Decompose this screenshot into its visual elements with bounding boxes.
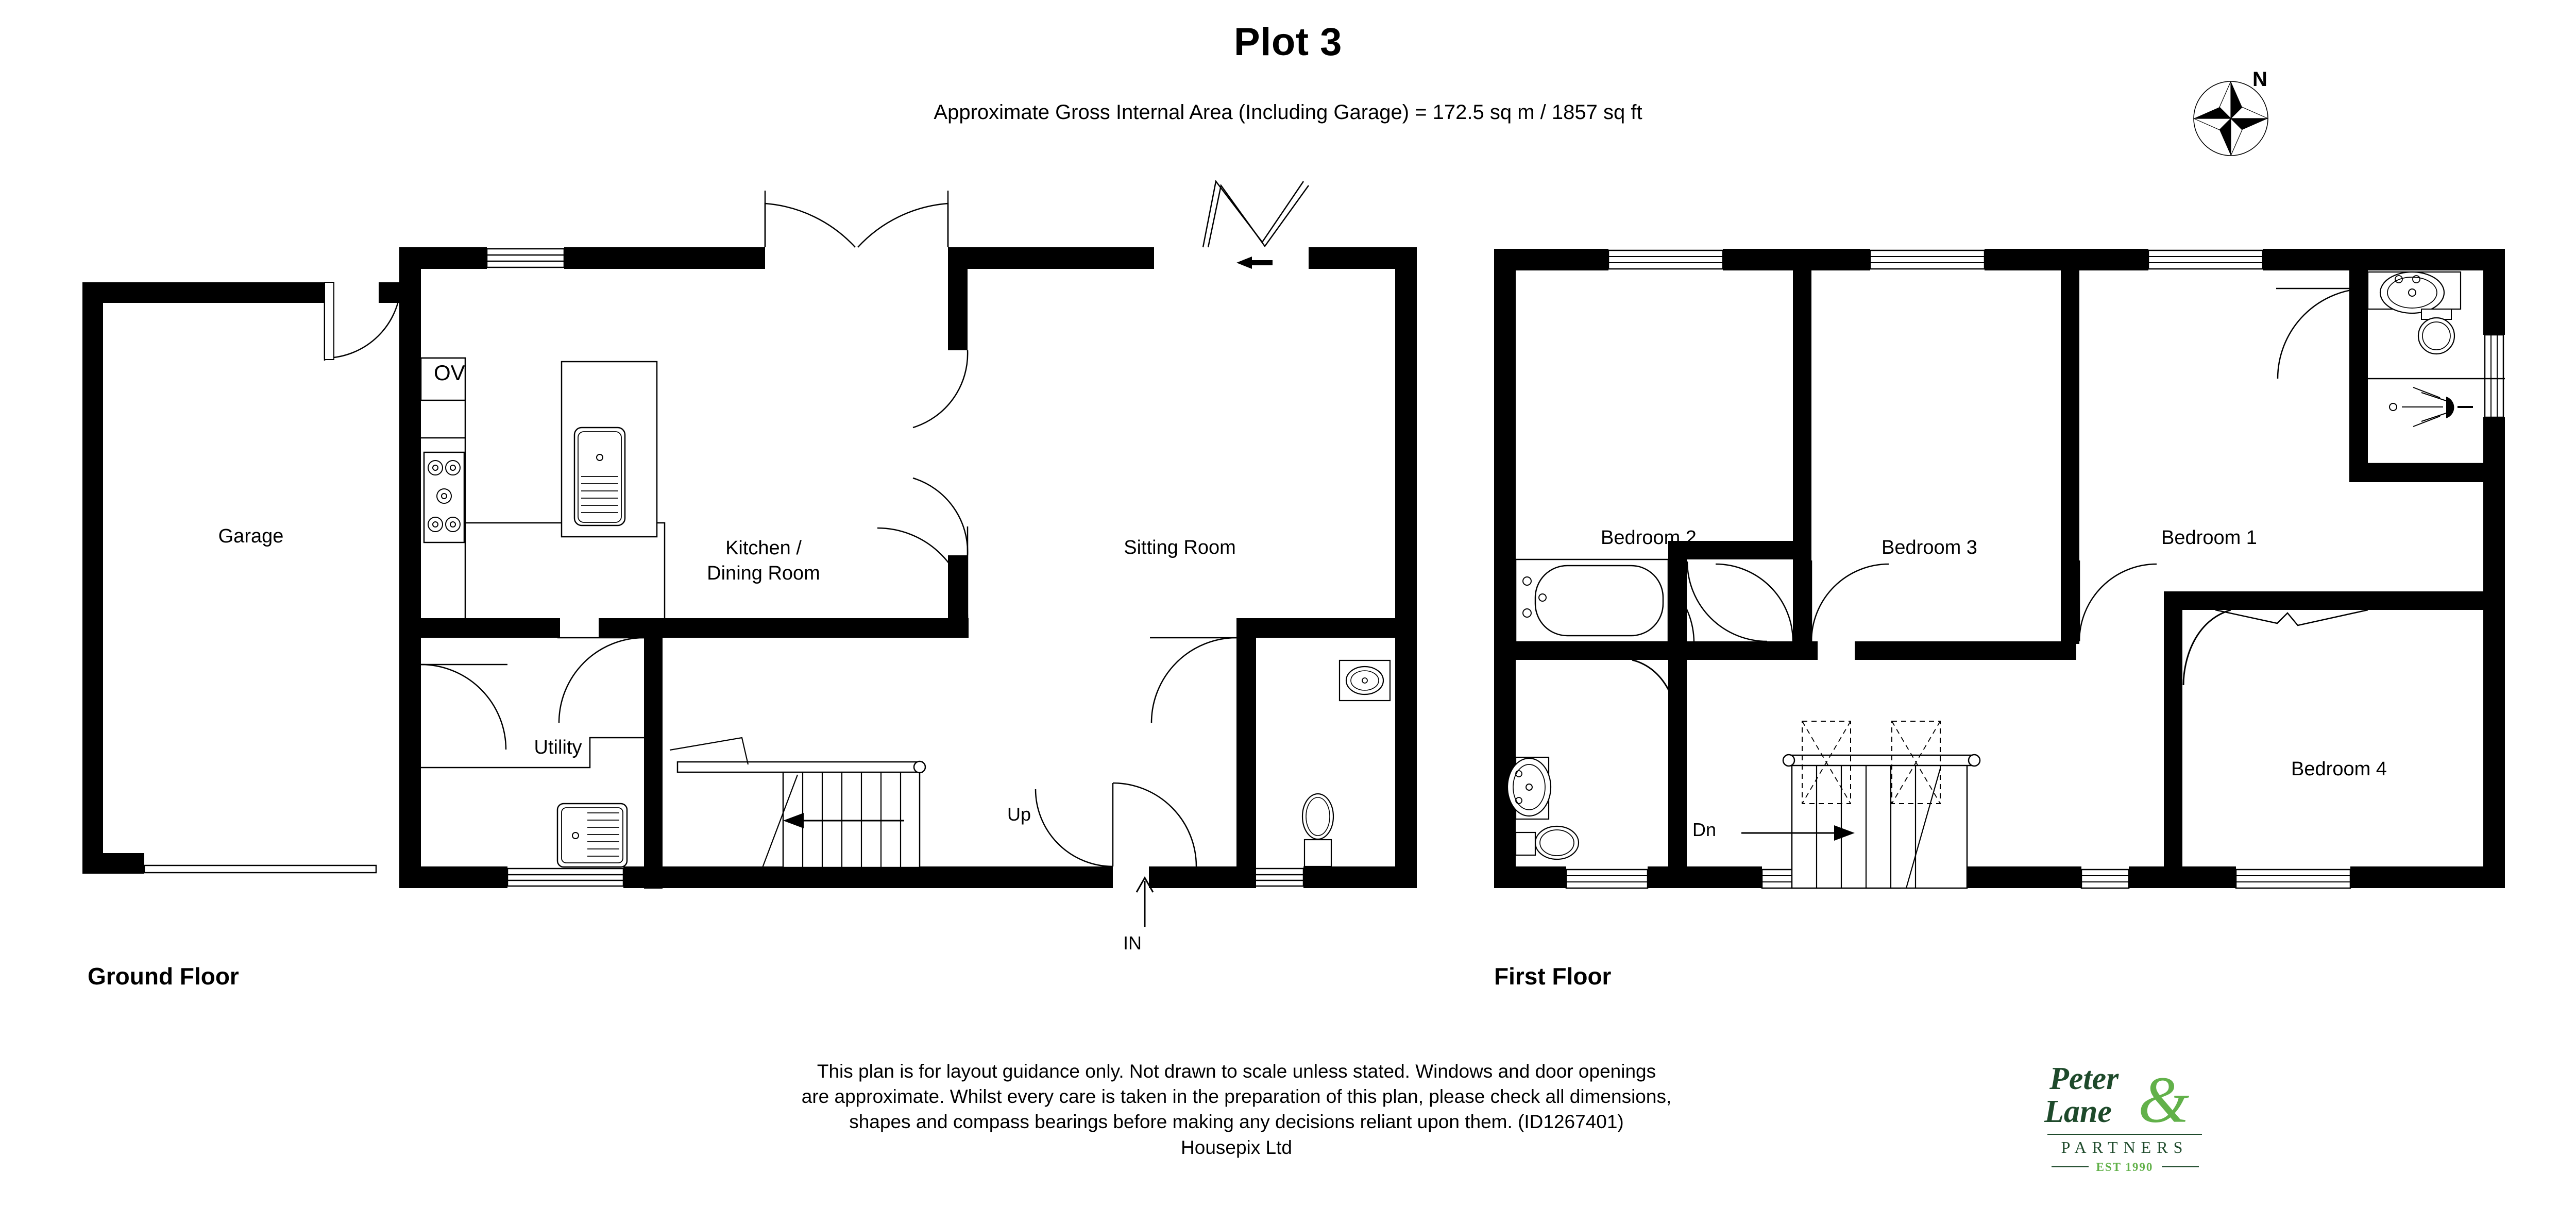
french-doors xyxy=(764,191,949,248)
sitting-room-door xyxy=(877,526,969,619)
peter-lane-partners-logo: Peter & Lane PARTNERS EST 1990 xyxy=(2040,1053,2210,1174)
kitchen-label-line1: Kitchen / xyxy=(725,537,802,559)
room-label-sitting-room: Sitting Room xyxy=(1124,537,1236,558)
stairs-up-label: Up xyxy=(1007,804,1031,825)
stairs-down-label: Dn xyxy=(1692,819,1717,840)
ground-floor-bottom-windows xyxy=(506,867,1304,887)
first-floor-plan xyxy=(1494,249,2505,889)
room-label-bedroom-3: Bedroom 3 xyxy=(1882,537,1977,558)
ground-floor-outer-walls xyxy=(399,247,1417,888)
room-label-garage: Garage xyxy=(218,525,284,547)
utility-sink xyxy=(556,803,628,868)
logo-lane-text: Lane xyxy=(2044,1094,2112,1129)
airing-cupboard-doors xyxy=(2215,609,2368,626)
ensuite-door xyxy=(2276,287,2368,379)
bathroom-basin xyxy=(1506,756,1552,820)
garage-door-leaf xyxy=(324,282,334,360)
room-label-kitchen-dining: Kitchen / Dining Room xyxy=(707,536,820,586)
logo-peter-text: Peter xyxy=(2049,1061,2119,1096)
page-title: Plot 3 xyxy=(1234,20,1342,64)
ground-floor-caption: Ground Floor xyxy=(88,963,239,990)
first-floor-internal-walls xyxy=(1516,270,2505,888)
utility-door-hall xyxy=(557,637,645,723)
entrance-door xyxy=(1035,782,1197,867)
first-floor-outer-walls xyxy=(1494,249,2505,888)
ensuite-thin-partition xyxy=(2368,378,2505,465)
disclaimer-line-4: Housepix Ltd xyxy=(1181,1136,1292,1158)
bedroom-3-door xyxy=(1810,560,1889,642)
compass-north-label: N xyxy=(2252,68,2267,91)
ground-floor-windows xyxy=(486,248,565,268)
garage-house-door xyxy=(324,282,402,361)
bathroom-toilet xyxy=(1515,825,1580,860)
wc-toilet xyxy=(1301,793,1334,867)
logo-est-wrap: EST 1990 xyxy=(2047,1161,2202,1174)
staircase-down xyxy=(1741,721,1981,889)
garage-door-opening xyxy=(143,864,377,874)
first-floor-top-windows xyxy=(1607,249,2264,270)
entrance-arrow xyxy=(1136,876,1154,927)
kitchen-island xyxy=(561,361,658,538)
utility-door-west xyxy=(420,663,507,750)
room-label-bedroom-4: Bedroom 4 xyxy=(2291,758,2387,780)
first-floor-bottom-windows xyxy=(1565,866,2351,889)
utility-counters xyxy=(421,737,644,769)
bathroom-bath xyxy=(1515,558,1669,643)
landing-curve xyxy=(1632,609,2231,737)
logo-ampersand-icon: & xyxy=(2138,1063,2190,1136)
logo-est-line-right xyxy=(2162,1166,2199,1167)
wc-room xyxy=(1150,637,1391,867)
logo-est-line-left xyxy=(2052,1166,2089,1167)
kitchen-worktops xyxy=(421,357,666,638)
kitchen-sink xyxy=(573,427,626,526)
page-subtitle: Approximate Gross Internal Area (Includi… xyxy=(934,101,1642,124)
logo-partners-text: PARTNERS xyxy=(2061,1138,2189,1156)
first-floor-caption: First Floor xyxy=(1494,963,1612,990)
garage-walls xyxy=(82,282,399,874)
staircase-up xyxy=(669,737,926,869)
bifold-doors xyxy=(1202,180,1310,248)
room-label-utility: Utility xyxy=(534,737,582,758)
room-label-bedroom-2: Bedroom 2 xyxy=(1601,527,1697,549)
room-label-bedroom-1: Bedroom 1 xyxy=(2161,527,2257,549)
ensuite-basin xyxy=(2367,271,2462,314)
ground-floor-internal-walls xyxy=(421,247,1417,889)
hob-appliance xyxy=(423,451,465,543)
ensuite-toilet xyxy=(2417,309,2455,355)
wc-basin xyxy=(1338,659,1391,702)
kitchen-label-line2: Dining Room xyxy=(707,562,820,584)
logo-divider xyxy=(2047,1134,2202,1135)
disclaimer-line-2: are approximate. Whilst every care is ta… xyxy=(801,1086,1672,1108)
ensuite-shower xyxy=(2389,387,2473,427)
compass-rose-icon xyxy=(2193,81,2268,156)
oven-label: OV xyxy=(434,361,465,385)
bedroom-1-door xyxy=(2078,560,2157,642)
ensuite-window xyxy=(2483,334,2505,418)
bathroom-door xyxy=(1585,559,1695,643)
bedroom-2-door xyxy=(1686,561,1794,642)
bifold-direction-arrow xyxy=(1236,257,1273,269)
disclaimer: This plan is for layout guidance only. N… xyxy=(464,1059,2009,1160)
entrance-in-label: IN xyxy=(1123,932,1142,954)
logo-est-text: EST 1990 xyxy=(2096,1161,2154,1173)
kitchen-sitting-opening xyxy=(912,350,969,556)
disclaimer-line-1: This plan is for layout guidance only. N… xyxy=(817,1061,1656,1082)
disclaimer-line-3: shapes and compass bearings before makin… xyxy=(849,1111,1624,1133)
